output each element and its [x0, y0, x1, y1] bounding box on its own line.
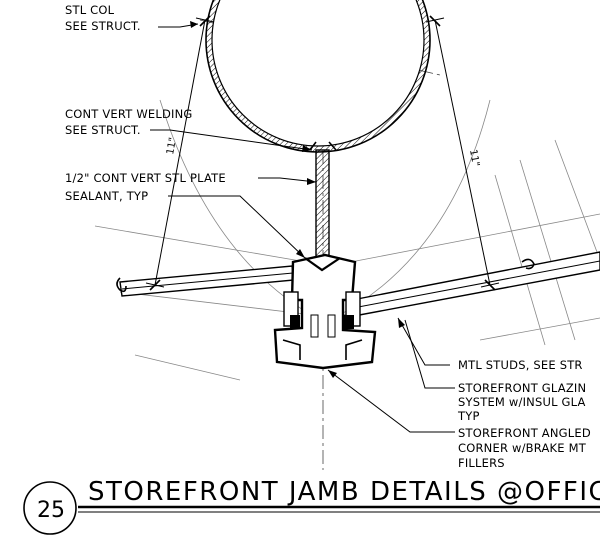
detail-title: STOREFRONT JAMB DETAILS @OFFICE — [88, 477, 600, 507]
detail-number-circle — [23, 481, 77, 535]
steel-plate — [315, 149, 330, 259]
label-mtl-studs: MTL STUDS, SEE STR — [458, 358, 583, 372]
dimension-right — [425, 15, 500, 291]
label-stl-col: STL COL — [65, 3, 115, 17]
label-angled-3: FILLERS — [458, 456, 505, 470]
steel-column — [205, 0, 431, 153]
label-glazing-1: STOREFRONT GLAZIN — [458, 381, 586, 395]
dimension-left-text: 11" — [165, 137, 179, 156]
label-angled-1: STOREFRONT ANGLED — [458, 426, 591, 440]
glazing-left — [116, 265, 295, 297]
weld-mark — [309, 141, 337, 151]
dimension-right-text: 11" — [467, 149, 481, 168]
leader-lines — [150, 21, 455, 433]
detail-number: 25 — [37, 498, 65, 523]
label-sealant: SEALANT, TYP — [65, 189, 148, 203]
label-welding-ref: SEE STRUCT. — [65, 123, 141, 137]
label-steel-plate: 1/2" CONT VERT STL PLATE — [65, 171, 226, 185]
label-glazing-2: SYSTEM w/INSUL GLA — [458, 395, 586, 409]
label-angled-2: CORNER w/BRAKE MT — [458, 441, 587, 455]
label-welding: CONT VERT WELDING — [65, 107, 193, 121]
glazing-right — [351, 251, 600, 317]
label-stl-col-ref: SEE STRUCT. — [65, 19, 141, 33]
dimension-left — [145, 15, 215, 291]
storefront-corner — [273, 253, 377, 370]
label-glazing-3: TYP — [457, 409, 480, 423]
title-block: 25 STOREFRONT JAMB DETAILS @OFFICE — [23, 477, 600, 535]
